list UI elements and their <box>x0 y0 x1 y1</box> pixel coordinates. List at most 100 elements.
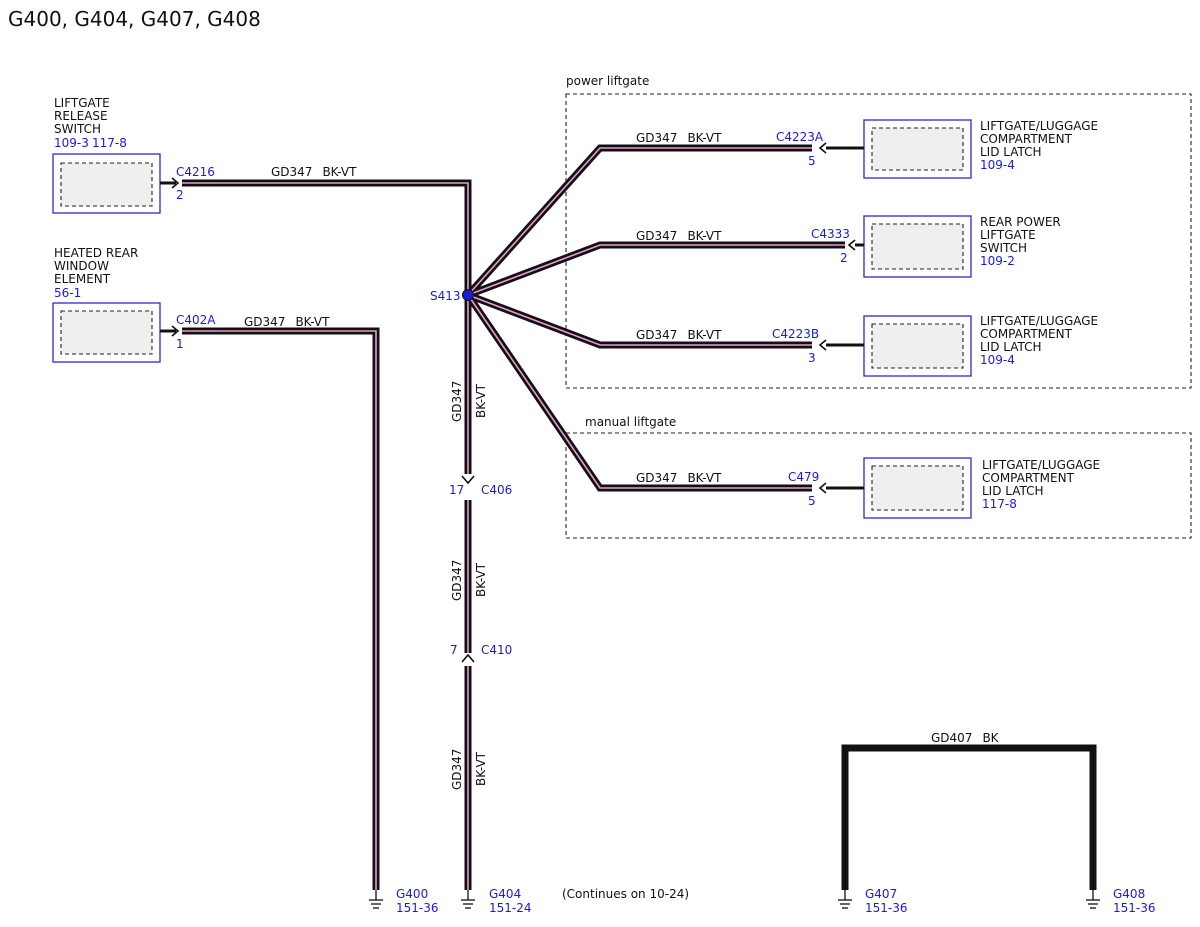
svg-text:GD347: GD347 <box>450 381 464 422</box>
svg-text:LID LATCH: LID LATCH <box>980 145 1042 159</box>
ground-icon <box>461 890 475 909</box>
svg-text:COMPARTMENT: COMPARTMENT <box>980 132 1073 146</box>
latch-power-2-module: LIFTGATE/LUGGAGE COMPARTMENT LID LATCH 1… <box>863 314 1098 377</box>
gd347-wires <box>182 144 845 890</box>
ground-g407: G407 151-36 <box>838 887 908 915</box>
wire-gd407 <box>841 744 1097 890</box>
svg-text:109-2: 109-2 <box>980 254 1015 268</box>
gd347-wire-stripes <box>182 147 845 890</box>
svg-text:G404: G404 <box>489 887 521 901</box>
svg-text:GD347: GD347 <box>450 560 464 601</box>
svg-text:117-8: 117-8 <box>982 497 1017 511</box>
liftgate-release-switch-module: LIFTGATE RELEASE SWITCH 109-3 117-8 <box>52 96 161 214</box>
svg-text:151-36: 151-36 <box>396 901 439 915</box>
svg-text:2: 2 <box>176 188 184 202</box>
connector-c4223a: C4223A 5 <box>776 130 864 168</box>
latch-power-1-module: LIFTGATE/LUGGAGE COMPARTMENT LID LATCH 1… <box>863 119 1098 179</box>
svg-text:3: 3 <box>808 351 816 365</box>
wire-s413-c479 <box>465 293 812 492</box>
svg-text:109-3: 109-3 <box>54 136 89 150</box>
svg-text:COMPARTMENT: COMPARTMENT <box>982 471 1075 485</box>
manual-liftgate-group <box>565 432 1192 539</box>
svg-text:151-36: 151-36 <box>865 901 908 915</box>
connector-c406: 17 C406 <box>449 475 512 497</box>
heated-rear-window-module: HEATED REAR WINDOW ELEMENT 56-1 <box>52 246 161 363</box>
svg-text:RELEASE: RELEASE <box>54 109 108 123</box>
svg-text:LID LATCH: LID LATCH <box>980 340 1042 354</box>
latch-manual-module: LIFTGATE/LUGGAGE COMPARTMENT LID LATCH 1… <box>863 457 1100 519</box>
power-liftgate-group <box>565 93 1192 389</box>
svg-text:5: 5 <box>808 494 816 508</box>
wire-label-vert-1: GD347 BK-VT <box>450 381 488 422</box>
svg-text:BK-VT: BK-VT <box>474 751 488 786</box>
svg-text:SWITCH: SWITCH <box>980 241 1027 255</box>
svg-text:109-4: 109-4 <box>980 158 1015 172</box>
ground-icon <box>1086 890 1100 909</box>
svg-text:151-24: 151-24 <box>489 901 532 915</box>
svg-text:C410: C410 <box>481 643 512 657</box>
page-title: G400, G404, G407, G408 <box>8 7 261 31</box>
svg-text:G400: G400 <box>396 887 428 901</box>
svg-text:C479: C479 <box>788 470 819 484</box>
svg-text:C402A: C402A <box>176 313 216 327</box>
svg-text:WINDOW: WINDOW <box>54 259 109 273</box>
connector-c410: 7 C410 <box>450 643 512 663</box>
ground-icon <box>369 890 383 909</box>
ground-g400: G400 151-36 <box>369 887 439 915</box>
svg-text:GD347: GD347 <box>450 749 464 790</box>
svg-text:LIFTGATE/LUGGAGE: LIFTGATE/LUGGAGE <box>982 458 1100 472</box>
svg-text:REAR POWER: REAR POWER <box>980 215 1061 229</box>
svg-text:HEATED REAR: HEATED REAR <box>54 246 138 260</box>
connector-c4333: C4333 2 <box>811 227 864 265</box>
continues-note: (Continues on 10-24) <box>562 887 689 901</box>
wire-c402a-g400 <box>182 327 380 890</box>
svg-text:C406: C406 <box>481 483 512 497</box>
svg-text:SWITCH: SWITCH <box>54 122 101 136</box>
connector-c4223b: C4223B 3 <box>772 327 864 365</box>
connector-c4216: C4216 2 <box>160 165 215 202</box>
svg-text:5: 5 <box>808 154 816 168</box>
ground-icon <box>838 890 852 909</box>
svg-text:G408: G408 <box>1113 887 1145 901</box>
svg-text:17: 17 <box>449 483 464 497</box>
splice-s413 <box>462 289 474 301</box>
svg-text:C4223A: C4223A <box>776 130 824 144</box>
splice-s413-label: S413 <box>430 289 461 303</box>
svg-text:117-8: 117-8 <box>92 136 127 150</box>
wire-c4216-s413 <box>182 179 472 295</box>
wire-label-vert-2: GD347 BK-VT <box>450 560 488 601</box>
svg-text:BK-VT: BK-VT <box>474 383 488 418</box>
svg-text:109-4: 109-4 <box>980 353 1015 367</box>
svg-text:LIFTGATE/LUGGAGE: LIFTGATE/LUGGAGE <box>980 119 1098 133</box>
svg-text:LIFTGATE: LIFTGATE <box>54 96 110 110</box>
svg-text:151-36: 151-36 <box>1113 901 1156 915</box>
svg-text:7: 7 <box>450 643 458 657</box>
svg-text:COMPARTMENT: COMPARTMENT <box>980 327 1073 341</box>
manual-liftgate-label: manual liftgate <box>585 415 676 429</box>
wire-label-vert-3: GD347 BK-VT <box>450 749 488 790</box>
connector-c479: C479 5 <box>788 470 864 508</box>
connector-c402a: C402A 1 <box>160 313 216 351</box>
wire-s413-c4333 <box>466 241 845 299</box>
power-liftgate-label: power liftgate <box>566 74 649 88</box>
svg-text:LIFTGATE: LIFTGATE <box>980 228 1036 242</box>
ground-g408: G408 151-36 <box>1086 887 1156 915</box>
svg-text:LID LATCH: LID LATCH <box>982 484 1044 498</box>
rear-power-switch-module: REAR POWER LIFTGATE SWITCH 109-2 <box>863 215 1061 278</box>
svg-text:BK-VT: BK-VT <box>474 562 488 597</box>
svg-text:LIFTGATE/LUGGAGE: LIFTGATE/LUGGAGE <box>980 314 1098 328</box>
svg-text:G407: G407 <box>865 887 897 901</box>
svg-text:1: 1 <box>176 337 184 351</box>
ground-g404: G404 151-24 <box>461 887 532 915</box>
svg-text:56-1: 56-1 <box>54 286 81 300</box>
svg-text:2: 2 <box>840 251 848 265</box>
svg-text:C4216: C4216 <box>176 165 215 179</box>
